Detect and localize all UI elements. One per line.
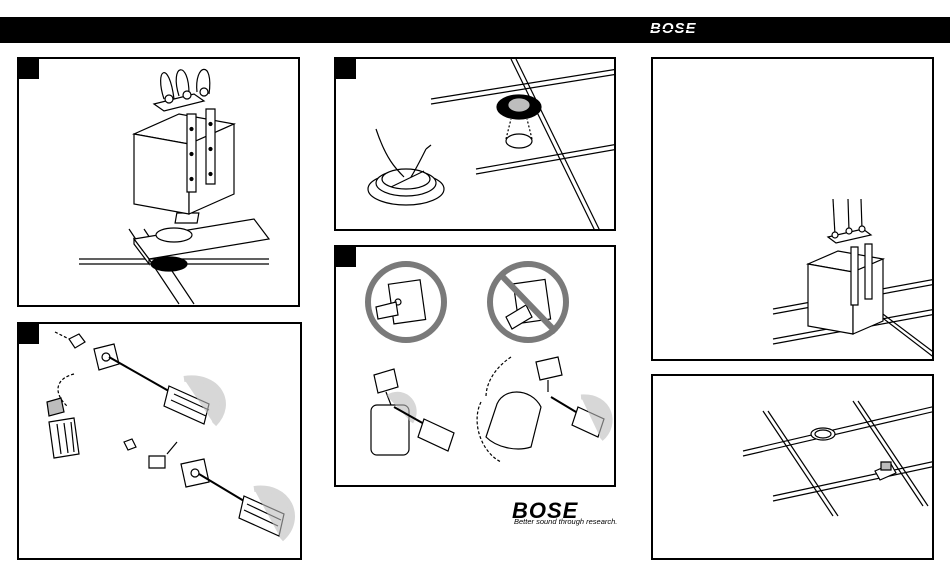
bracket-orientation-correct-incorrect-illustration	[336, 247, 616, 487]
speaker-box-hung-from-ceiling-illustration	[19, 59, 300, 307]
bose-logo: BOSE Better sound through research.	[510, 500, 615, 530]
bose-logo-tagline: Better sound through research.	[514, 517, 617, 526]
step-panel-3	[334, 57, 616, 231]
step-panel-4	[334, 245, 616, 487]
step-panel-6	[651, 374, 934, 560]
ceiling-grid-with-speaker-illustration	[653, 376, 934, 560]
step-panel-2	[17, 322, 302, 560]
ceiling-hole-and-cable-illustration	[336, 59, 616, 231]
header-bar: BOSE	[0, 17, 950, 43]
step-panel-1	[17, 57, 300, 307]
bracket-removal-screwdriver-illustration	[19, 324, 302, 560]
step-panel-5	[651, 57, 934, 361]
suspended-speaker-in-ceiling-illustration	[653, 59, 934, 361]
header-brand-logo: BOSE	[650, 20, 697, 37]
